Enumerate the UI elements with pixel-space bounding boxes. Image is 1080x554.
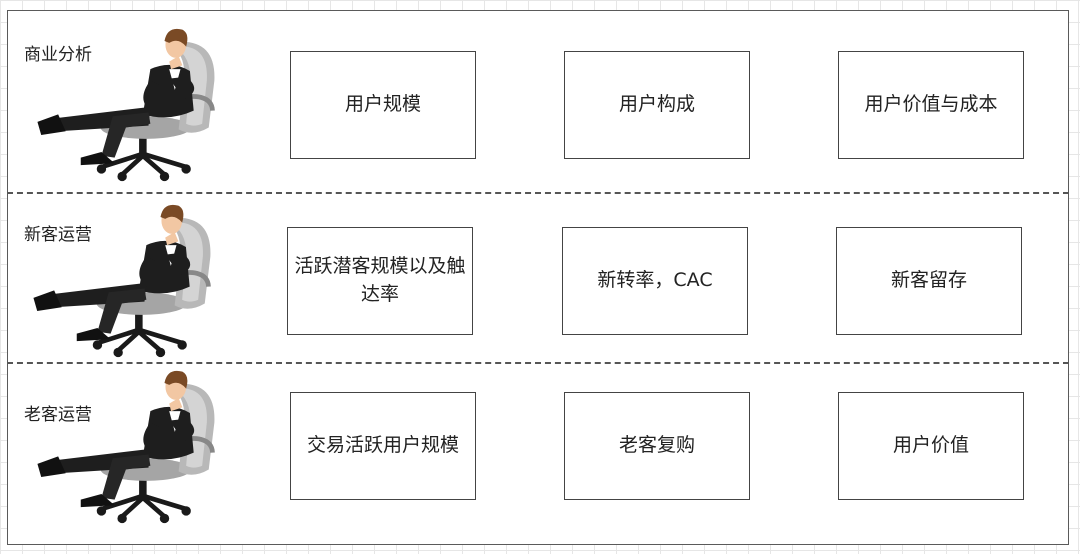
metric-box-conversion-cac: 新转率，CAC xyxy=(562,227,748,335)
metric-box-user-scale: 用户规模 xyxy=(290,51,476,159)
metric-box-transaction-active-users: 交易活跃用户规模 xyxy=(290,392,476,500)
metric-box-repeat-purchase: 老客复购 xyxy=(564,392,750,500)
metric-box-new-customer-retention: 新客留存 xyxy=(836,227,1022,335)
metric-box-user-value: 用户价值 xyxy=(838,392,1024,500)
seated-businessman-illustration xyxy=(18,200,223,360)
metric-box-active-prospects-reach: 活跃潜客规模以及触达率 xyxy=(287,227,473,335)
metric-box-user-composition: 用户构成 xyxy=(564,51,750,159)
row-label-existing-customer-ops: 老客运营 xyxy=(24,405,92,425)
row-label-business-analysis: 商业分析 xyxy=(24,45,92,65)
row-divider xyxy=(7,362,1069,364)
seated-businessman-illustration xyxy=(22,366,227,526)
row-divider xyxy=(7,192,1069,194)
metric-box-user-value-cost: 用户价值与成本 xyxy=(838,51,1024,159)
seated-businessman-illustration xyxy=(22,24,227,184)
row-label-new-customer-ops: 新客运营 xyxy=(24,225,92,245)
